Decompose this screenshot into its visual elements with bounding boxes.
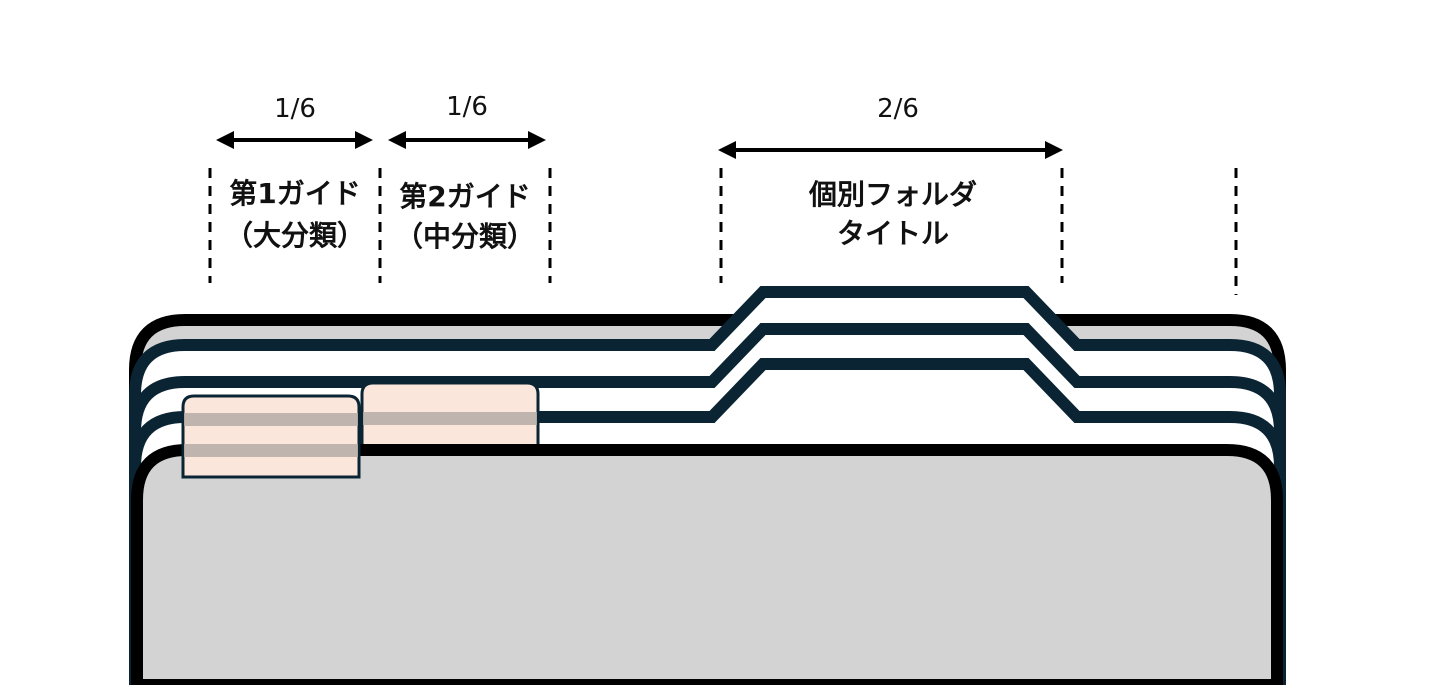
folder-title-fraction: 2/6	[877, 94, 919, 124]
folder-title-label-line1: 個別フォルダ	[808, 178, 977, 211]
dashed-guides	[208, 168, 1238, 295]
folder-title-width-arrow	[718, 141, 1063, 159]
guide1-width-arrow	[216, 131, 373, 149]
guide1-fraction: 1/6	[274, 94, 316, 124]
folder-title-label-line2: タイトル	[837, 217, 949, 250]
guide2-fraction: 1/6	[446, 92, 488, 122]
guide1-tab	[181, 394, 361, 479]
guide2-label-line2: （中分類）	[395, 220, 535, 253]
folder-front-panel	[131, 444, 1283, 685]
guide1-label-line1: 第1ガイド	[229, 177, 360, 210]
dimension-arrows	[216, 131, 1063, 159]
guide1-label-line2: （大分類）	[225, 219, 365, 252]
guide2-tab	[360, 381, 540, 449]
guide2-width-arrow	[388, 131, 546, 149]
guide2-label-line1: 第2ガイド	[399, 180, 530, 213]
